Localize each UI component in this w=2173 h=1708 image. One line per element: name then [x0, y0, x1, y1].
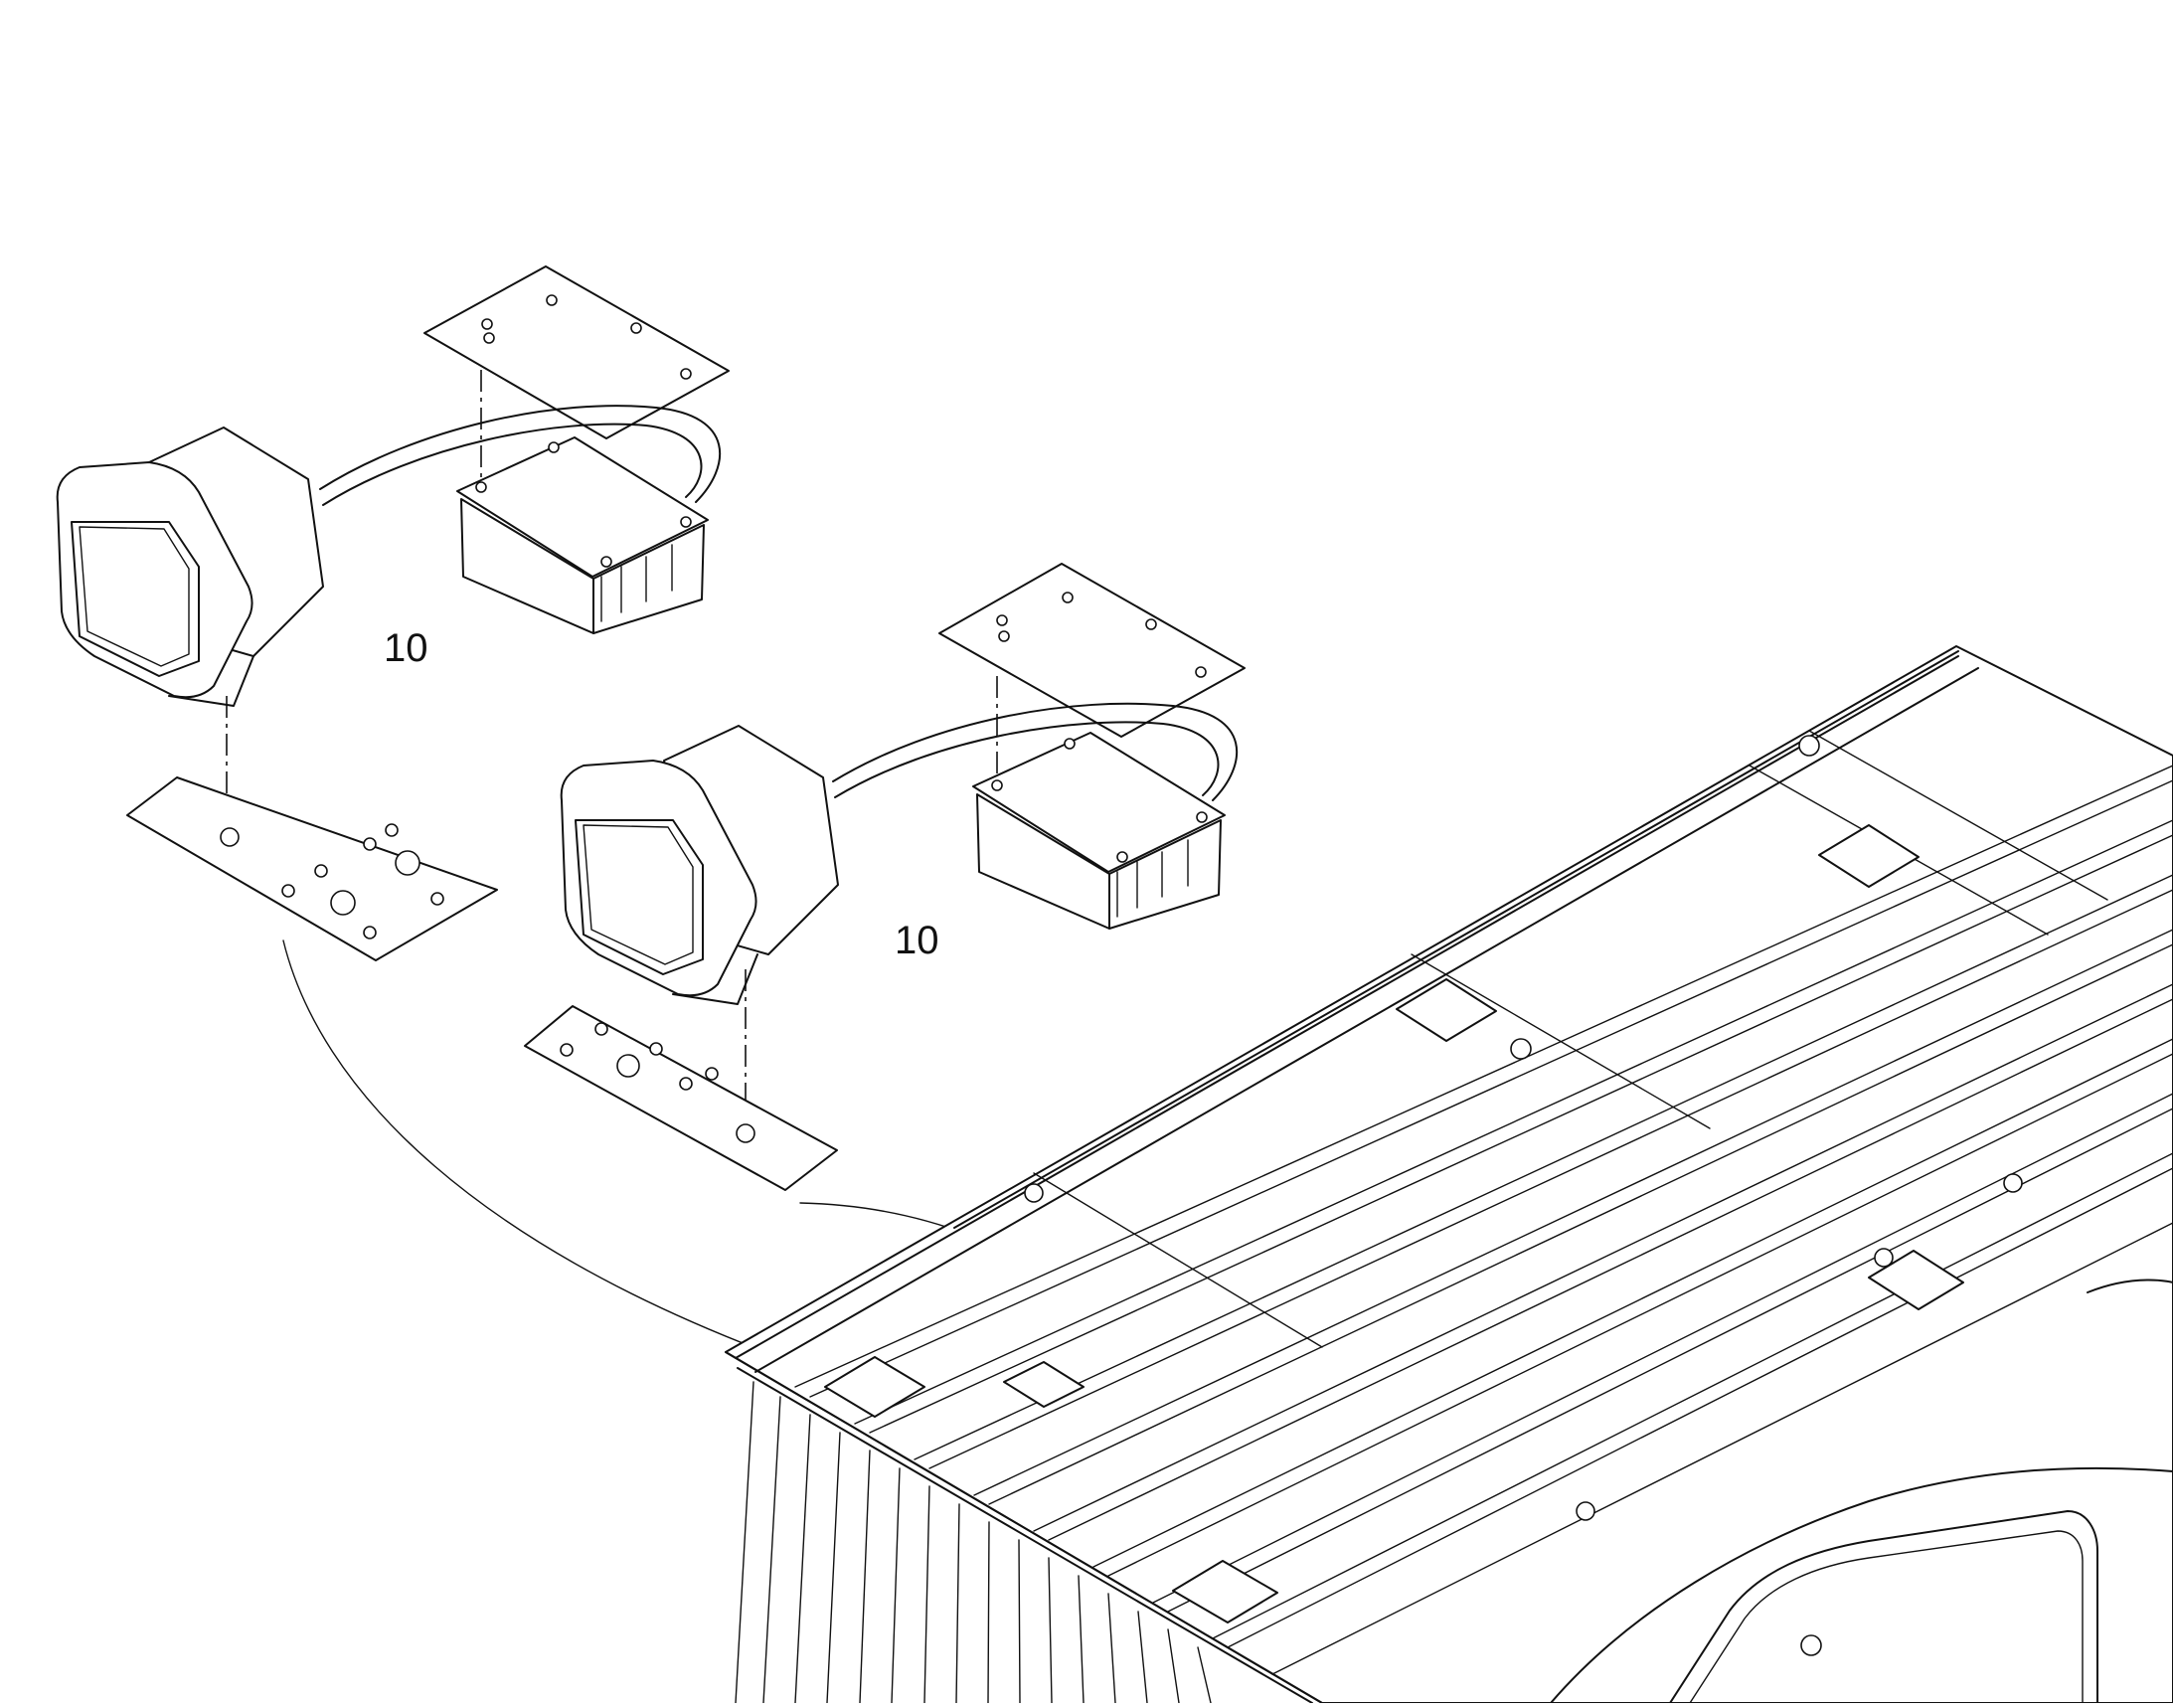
- callout-label: 10: [895, 919, 939, 962]
- callout-label: 10: [384, 626, 428, 670]
- lamp-assembly-1: [56, 265, 730, 961]
- lamp-icon-1: [56, 427, 324, 707]
- cable-2: [832, 702, 1239, 801]
- mounting-plate-bottom-1: [126, 776, 498, 961]
- lamp-assembly-2: [524, 563, 1246, 1191]
- relay-box-1: [456, 436, 709, 634]
- cable-1: [319, 405, 722, 503]
- mounting-plate-top-2: [938, 563, 1246, 738]
- mounting-plate-top-1: [423, 265, 730, 439]
- mounting-plate-bottom-2: [524, 1005, 838, 1191]
- lamp-icon-2: [560, 725, 839, 1005]
- relay-box-2: [972, 732, 1226, 930]
- cab-roof-icon: [725, 645, 2173, 1704]
